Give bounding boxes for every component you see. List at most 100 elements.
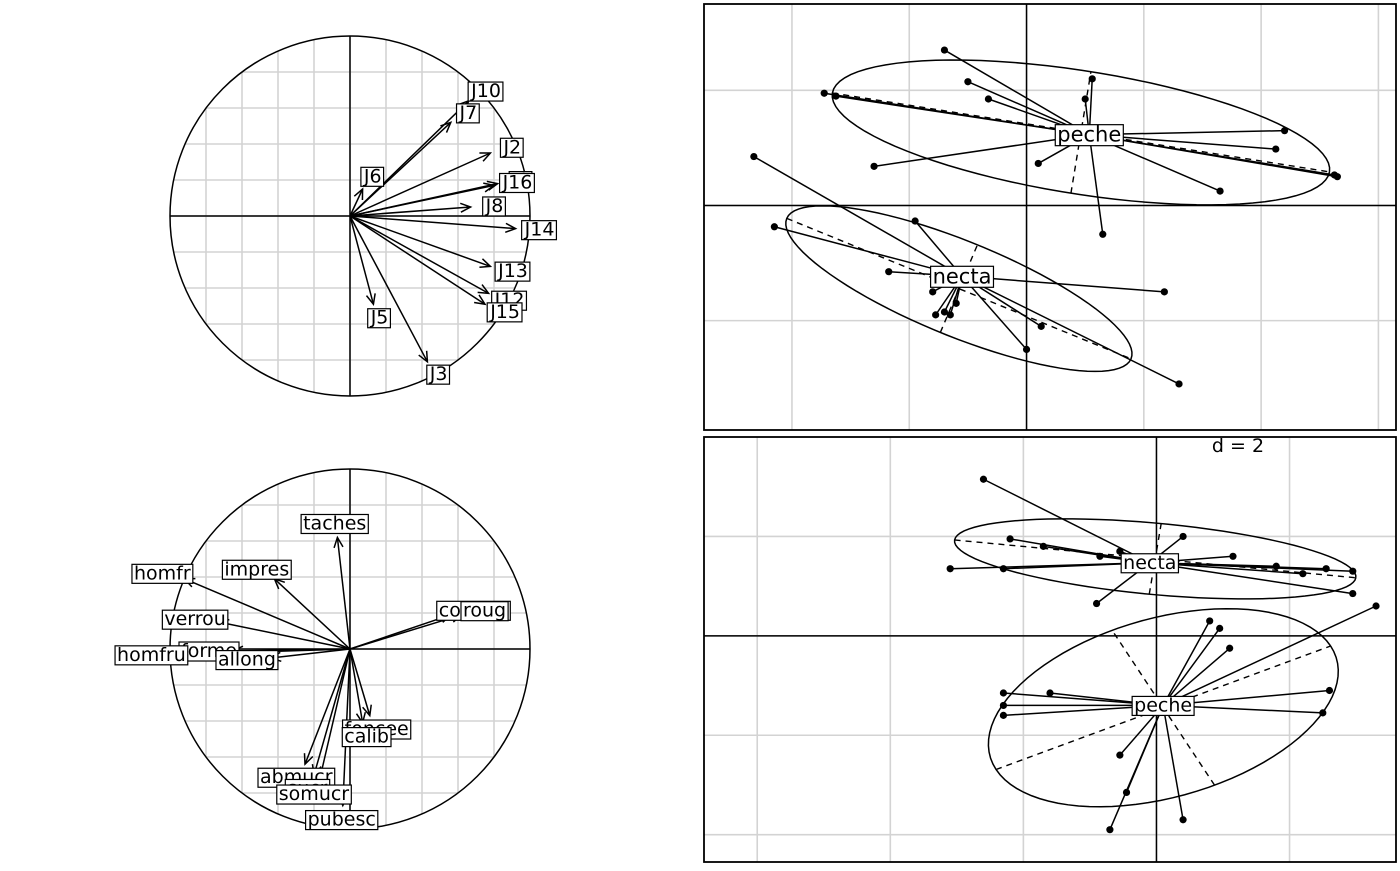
data-point bbox=[1372, 602, 1380, 610]
panel-body: necta peche bbox=[704, 437, 1396, 862]
star-segment bbox=[1149, 562, 1353, 595]
group-label-necta-text: necta bbox=[933, 264, 992, 288]
data-point bbox=[1122, 788, 1131, 797]
vector-label-somucr-box bbox=[276, 784, 352, 805]
data-point bbox=[1272, 145, 1280, 153]
vector-label-J14-box bbox=[521, 220, 558, 241]
vector-label-J7-text: J7 bbox=[459, 102, 478, 124]
vector-label-J7: J7 bbox=[455, 102, 480, 124]
vector-label-verrou-box bbox=[161, 609, 229, 630]
vector-label-J6-box bbox=[360, 166, 385, 187]
data-point bbox=[1280, 127, 1289, 135]
vector-label-impres-box bbox=[221, 559, 292, 580]
data-point bbox=[1006, 535, 1014, 543]
vector-label-J10: J10 bbox=[467, 80, 504, 102]
vector-label-J5: J5 bbox=[367, 307, 392, 329]
vector-label-J3-text: J3 bbox=[429, 363, 448, 385]
data-point bbox=[946, 311, 954, 319]
vector-J14 bbox=[349, 215, 516, 230]
vector-label-J5-box bbox=[367, 308, 392, 329]
group-label-peche-box bbox=[1054, 124, 1124, 147]
vector-label-pubesc: pubesc bbox=[304, 809, 379, 831]
vector-label-J14: J14 bbox=[521, 219, 558, 241]
group-label-peche-text: peche bbox=[1134, 694, 1192, 716]
star-segment bbox=[961, 275, 1028, 350]
vector-label-J13-box bbox=[494, 261, 531, 282]
data-point bbox=[1349, 589, 1357, 598]
ellipse-axis bbox=[786, 217, 1132, 360]
vector-label-homfr-box bbox=[131, 563, 194, 584]
star-segment bbox=[1089, 133, 1338, 178]
correlation-circle-0: J10J7J2J9J16J8J14J13J12J15J6J5J3 bbox=[169, 35, 558, 397]
data-point bbox=[1206, 617, 1214, 625]
vector-head-foncee bbox=[362, 704, 372, 718]
vector-homfr bbox=[184, 578, 351, 650]
star-segment bbox=[944, 49, 1090, 136]
vector-label-allong: allong bbox=[215, 649, 279, 671]
vector-head-J8 bbox=[459, 202, 473, 213]
vector-J5 bbox=[349, 215, 375, 305]
data-point bbox=[1160, 288, 1168, 296]
data-point bbox=[1046, 689, 1054, 697]
vector-label-J2-box bbox=[499, 137, 524, 158]
vector-J12 bbox=[349, 215, 489, 295]
vector-head-J16 bbox=[483, 182, 496, 193]
ellipse-axis bbox=[939, 244, 979, 333]
vector-head-abmucr bbox=[303, 753, 314, 766]
data-point bbox=[1299, 570, 1307, 578]
vector-label-allong-box bbox=[215, 649, 279, 671]
vector-label-impres-text: impres bbox=[224, 558, 289, 580]
scale-label: d = 2 bbox=[1212, 435, 1264, 457]
star-segment bbox=[1162, 705, 1184, 820]
data-point bbox=[999, 689, 1008, 697]
vector-J7 bbox=[349, 121, 452, 217]
data-point bbox=[1022, 345, 1031, 354]
data-point bbox=[1116, 547, 1124, 555]
vector-label-verrou: verrou bbox=[161, 608, 229, 630]
group-label-peche: peche bbox=[1131, 694, 1195, 716]
vector-label-calib-text: calib bbox=[344, 726, 389, 748]
vector-impres bbox=[273, 578, 351, 650]
data-point bbox=[1216, 187, 1224, 195]
data-point bbox=[946, 565, 954, 573]
vector-label-J6: J6 bbox=[360, 165, 385, 187]
star-segment bbox=[753, 155, 963, 277]
data-point bbox=[750, 152, 758, 161]
group-necta: necta bbox=[946, 475, 1357, 608]
data-point bbox=[1272, 562, 1280, 570]
vector-label-verrou-text: verrou bbox=[164, 608, 225, 630]
vector-head-taches bbox=[333, 535, 344, 549]
vector-head-J7 bbox=[440, 121, 453, 133]
vector-label-calib-box bbox=[341, 727, 392, 748]
vector-sucr bbox=[313, 648, 351, 776]
vector-label-homfru: homfru bbox=[114, 644, 189, 666]
vector-label-J16-text: J16 bbox=[502, 171, 533, 193]
star-segment bbox=[1162, 620, 1211, 706]
vector-head-J12 bbox=[477, 284, 491, 295]
group-peche: peche bbox=[987, 602, 1380, 834]
data-point bbox=[1116, 751, 1124, 759]
vector-label-J8-text: J8 bbox=[485, 195, 504, 217]
vector-taches bbox=[336, 537, 351, 650]
data-point bbox=[885, 268, 893, 276]
vector-label-roug-text: roug bbox=[463, 600, 506, 622]
vector-label-J15: J15 bbox=[486, 301, 523, 323]
vector-label-J15-text: J15 bbox=[489, 301, 520, 323]
data-point bbox=[952, 299, 960, 307]
vector-label-pubesc-box bbox=[304, 809, 379, 831]
data-point bbox=[1106, 826, 1114, 834]
star-segment bbox=[1162, 627, 1221, 706]
group-label-necta-box bbox=[1120, 553, 1180, 574]
data-point bbox=[1179, 532, 1187, 541]
star-segment bbox=[950, 562, 1150, 570]
vector-head-J15 bbox=[474, 294, 487, 306]
vector-label-impres: impres bbox=[221, 558, 292, 580]
data-point bbox=[984, 95, 993, 103]
vector-label-homfru-text: homfru bbox=[117, 644, 186, 666]
vector-label-J3: J3 bbox=[426, 363, 451, 385]
data-point bbox=[1229, 552, 1237, 560]
